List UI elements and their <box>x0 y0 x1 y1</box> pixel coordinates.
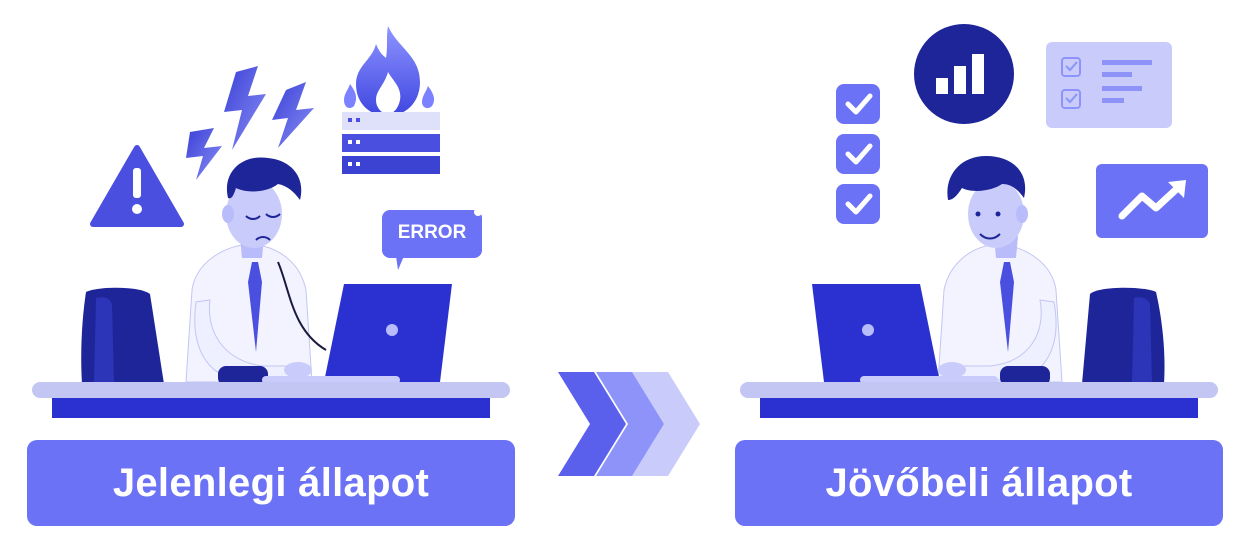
worker-happy <box>937 156 1063 386</box>
trend-up-icon <box>1096 164 1208 238</box>
chair <box>1082 287 1165 384</box>
future-state-label: Jövőbeli állapot <box>735 440 1223 526</box>
error-bubble-icon <box>382 208 482 270</box>
lightning-icon <box>186 66 314 180</box>
future-state-text: Jövőbeli állapot <box>825 460 1133 505</box>
error-label: ERROR <box>397 222 467 243</box>
warning-icon <box>90 145 184 227</box>
bar-chart-icon <box>914 24 1014 124</box>
desk <box>740 382 1218 418</box>
chair <box>81 287 164 384</box>
chevron-right-icon <box>558 372 700 476</box>
document-icon <box>1046 42 1172 128</box>
fire-icon <box>344 26 435 116</box>
checklist-icon <box>836 84 880 224</box>
worker-stressed <box>185 157 327 386</box>
current-state-text: Jelenlegi állapot <box>112 460 430 505</box>
current-state-label: Jelenlegi állapot <box>27 440 515 526</box>
server-icon <box>342 112 440 174</box>
desk <box>32 382 510 418</box>
